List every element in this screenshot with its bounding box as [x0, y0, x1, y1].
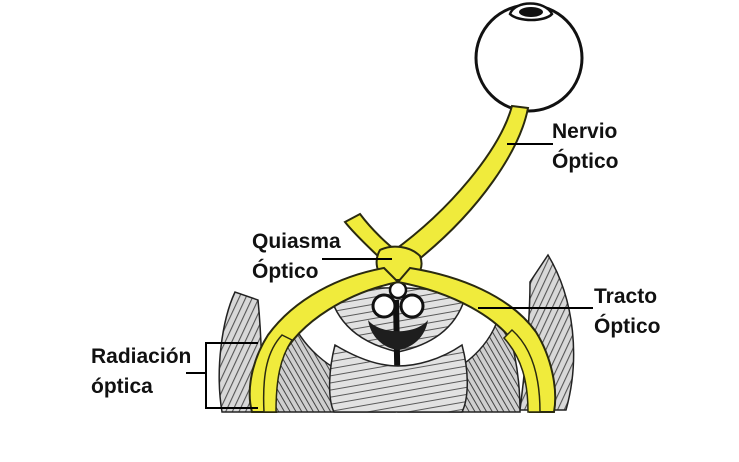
label-radiacion-optica: Radiación óptica — [91, 342, 191, 402]
leader-lines — [186, 143, 593, 409]
label-tracto-line2: Óptico — [594, 315, 661, 338]
left-optic-radiation — [262, 334, 294, 413]
label-radiacion-line1: Radiación — [91, 345, 192, 368]
label-radiacion-line2: óptica — [91, 375, 153, 398]
dark-shadow-center — [368, 320, 428, 350]
label-quiasma-line1: Quiasma — [252, 230, 341, 253]
label-quiasma-optico: Quiasma Óptico — [252, 227, 341, 287]
mammillary-body-left — [371, 293, 397, 319]
tuber-cinereum — [388, 280, 408, 300]
label-tracto-line1: Tracto — [594, 285, 658, 308]
label-nervio-line1: Nervio — [552, 120, 618, 143]
eyeball — [474, 2, 584, 113]
right-optic-radiation — [502, 328, 541, 413]
label-nervio-line2: Óptico — [552, 150, 619, 173]
label-quiasma-line2: Óptico — [252, 260, 319, 283]
label-nervio-optico: Nervio Óptico — [552, 117, 619, 177]
leader-radiacion-bracket — [205, 342, 258, 409]
mammillary-body-right — [399, 293, 425, 319]
label-tracto-optico: Tracto Óptico — [594, 282, 661, 342]
brain-base — [218, 253, 575, 413]
lower-midbrain — [328, 343, 469, 413]
optic-pathway — [248, 104, 557, 413]
eye-pupil — [519, 7, 543, 17]
optic-nerve — [389, 104, 530, 262]
